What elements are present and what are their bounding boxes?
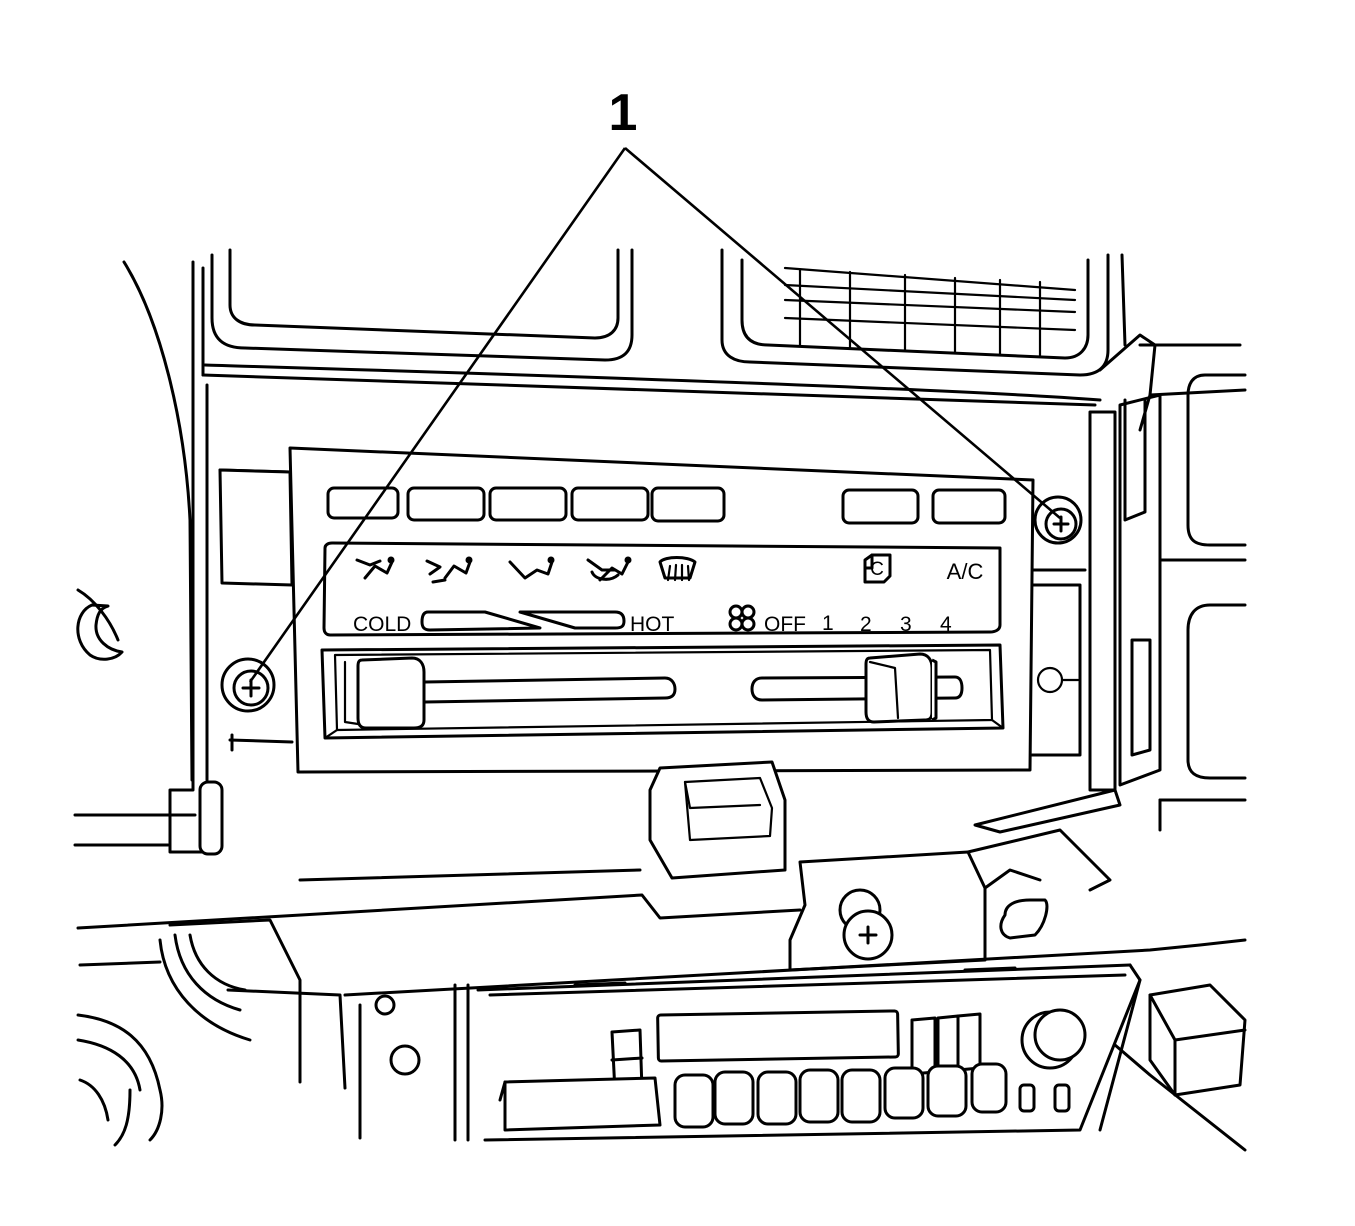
fan-slider-knob[interactable] bbox=[864, 652, 938, 724]
fan-slider-track bbox=[750, 675, 964, 702]
leader-line-right bbox=[624, 147, 1061, 519]
fan-speed-4-label: 4 bbox=[940, 613, 952, 636]
hvac-control-faceplate: C A/C COLD HOT OFF 1 2 3 4 bbox=[288, 446, 1035, 774]
defrost-mode-icon bbox=[658, 556, 697, 582]
fan-speed-3-label: 3 bbox=[900, 613, 912, 636]
vent-mode-icon bbox=[355, 556, 395, 580]
temp-scale-wedge bbox=[420, 610, 626, 632]
temp-hot-label: HOT bbox=[630, 613, 675, 636]
fan-speed-1-label: 1 bbox=[822, 612, 834, 635]
fan-speed-2-label: 2 bbox=[860, 613, 872, 636]
temp-slider-track bbox=[423, 676, 677, 704]
control-housing bbox=[218, 468, 1087, 757]
lower-console bbox=[76, 760, 1247, 1152]
mode-button-defrost[interactable] bbox=[650, 486, 726, 523]
recirculation-icon: C bbox=[863, 553, 892, 584]
mode-button-vent[interactable] bbox=[326, 486, 400, 520]
screw-left[interactable] bbox=[220, 657, 276, 713]
callout-1: 1 bbox=[248, 84, 1061, 683]
screw-right[interactable] bbox=[1033, 495, 1083, 545]
ac-label: A/C bbox=[947, 559, 984, 584]
instrument-panel-bezel bbox=[73, 248, 1247, 856]
ac-button[interactable] bbox=[931, 488, 1007, 525]
floor-mode-icon bbox=[508, 556, 555, 580]
temp-cold-label: COLD bbox=[353, 613, 411, 636]
fan-off-label: OFF bbox=[764, 613, 806, 636]
mode-button-bi-level[interactable] bbox=[406, 486, 486, 522]
mode-button-floor[interactable] bbox=[488, 486, 568, 522]
recirculation-button[interactable] bbox=[841, 488, 920, 525]
temp-slider-knob[interactable] bbox=[343, 656, 426, 730]
callout-number: 1 bbox=[609, 84, 638, 142]
floor-defrost-mode-icon bbox=[586, 556, 632, 582]
mode-button-floor-defrost[interactable] bbox=[570, 486, 650, 522]
recirculation-label: C bbox=[870, 559, 884, 580]
fan-icon bbox=[728, 604, 756, 632]
screw-icon bbox=[1052, 515, 1070, 533]
leader-line-left bbox=[248, 147, 627, 683]
bi-level-mode-icon bbox=[425, 556, 473, 584]
